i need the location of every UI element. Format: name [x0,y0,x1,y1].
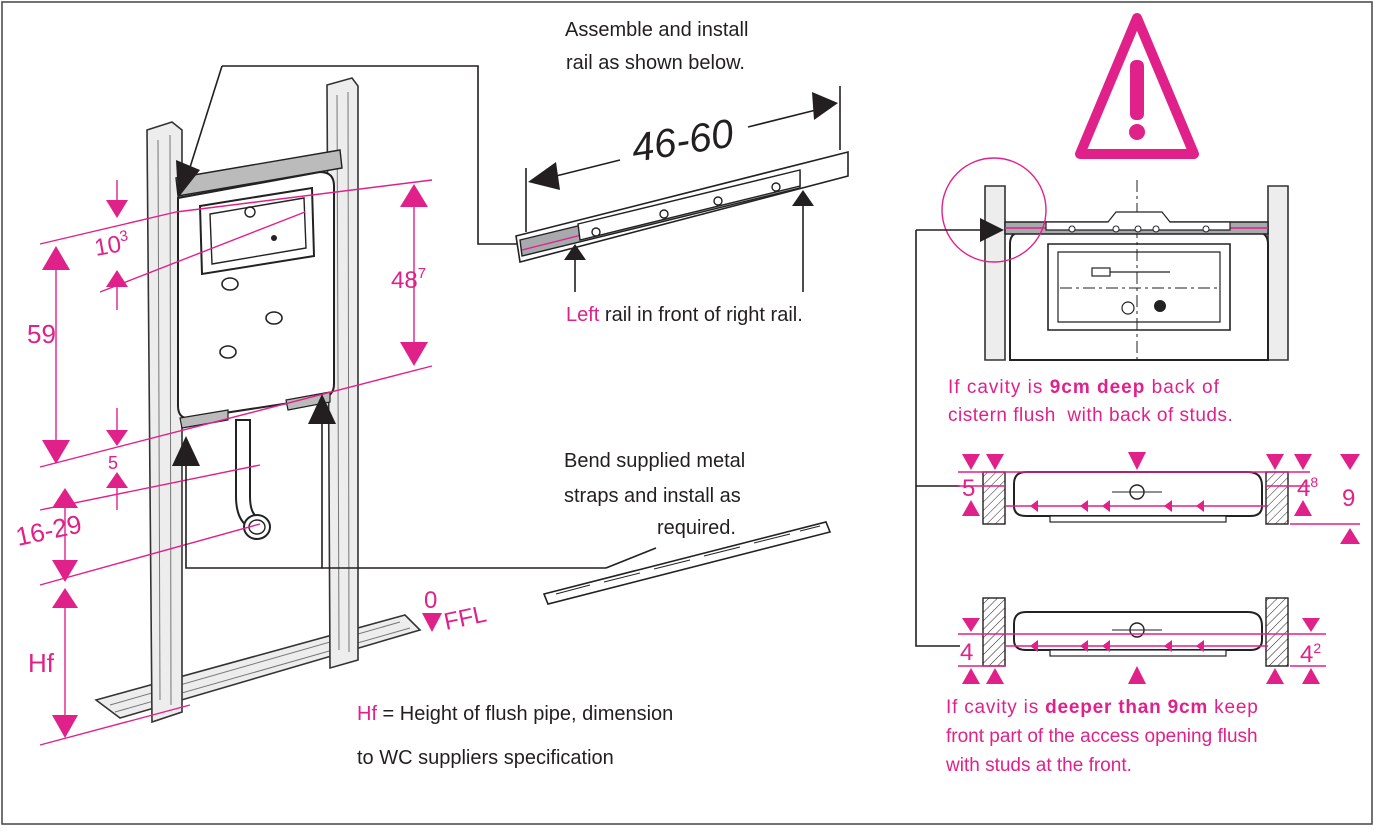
rail-length-dimension: 46-60 [629,111,737,170]
deep-c: keep [1208,697,1258,718]
dim-59: 59 [27,319,56,349]
cavity-deeper-note-line1: If cavity is deeper than 9cm keep [946,697,1259,718]
deep-a: If cavity is [946,697,1045,718]
dim-r4: 4 [960,639,973,666]
dim-10-sup: 3 [118,227,129,245]
metal-strap [542,521,832,605]
cavity-deeper-note-line2: front part of the access opening flush [946,726,1258,747]
leader-arrowhead-rail [176,160,200,198]
cav9-b: 9cm deep [1050,377,1146,398]
dim-10-3: 103 [92,227,132,262]
dim-16-29: 16-29 [13,509,84,552]
rail-drawing [515,86,849,292]
left-word: Left [566,304,600,326]
bend-line1: Bend supplied metal [564,450,745,472]
left-dimension-lines [39,179,433,746]
annotation-texts: Assemble and install rail as shown below… [357,19,1259,776]
dim-r5: 5 [962,475,975,502]
bend-line3: required. [657,517,736,539]
dim-r4-8: 48 [1297,474,1318,502]
deep-b: deeper than 9cm [1045,697,1208,718]
dim-r4-2-sup: 2 [1313,640,1321,656]
plan-view-deeper [958,597,1326,684]
dim-48-sup: 7 [418,265,426,282]
cav9-a: If cavity is [948,377,1050,398]
detail-bracket [915,230,960,647]
left-rest: rail in front of right rail. [599,304,802,326]
cavity-9cm-note-line2: cistern flush with back of studs. [948,405,1233,426]
detail-top-view [916,157,1289,361]
leader-lines [172,65,657,569]
assemble-line1: Assemble and install [565,19,748,41]
dim-48-7: 487 [391,265,426,294]
cav9-c: back of [1145,377,1220,398]
warning-triangle-icon [1075,13,1199,159]
dim-r4-2-base: 4 [1300,641,1313,668]
dim-zero: 0 [424,587,437,614]
dim-5: 5 [108,453,118,473]
dim-r4-8-sup: 8 [1310,474,1318,490]
assemble-line2: rail as shown below. [566,52,745,74]
dim-ffl: FFL [442,601,489,636]
hf-prefix: Hf [357,703,377,725]
dim-48-base: 48 [391,267,418,294]
cistern-frame-drawing [94,77,422,724]
cavity-deeper-note-line3: with studs at the front. [945,755,1132,776]
top-rail [175,149,343,197]
access-opening [198,186,316,276]
hf-definition-line2: to WC suppliers specification [357,747,614,769]
dim-r9: 9 [1342,485,1355,512]
cistern-body [177,170,335,420]
dim-10-base: 10 [92,231,123,262]
hf-rest: = Height of flush pipe, dimension [377,703,673,725]
dim-hf: Hf [28,648,55,678]
dim-r4-8-base: 4 [1297,475,1310,502]
flush-pipe [235,419,263,532]
dim-r4-2: 42 [1300,640,1321,668]
hf-definition-line1: Hf = Height of flush pipe, dimension [357,703,673,725]
cavity-9cm-note-line1: If cavity is 9cm deep back of [948,377,1220,398]
plan-view-9cm [958,452,1360,544]
bend-line2: straps and install as [564,485,741,507]
rail-order-note: Left rail in front of right rail. [566,304,803,326]
left-dimension-arrows [42,180,442,738]
